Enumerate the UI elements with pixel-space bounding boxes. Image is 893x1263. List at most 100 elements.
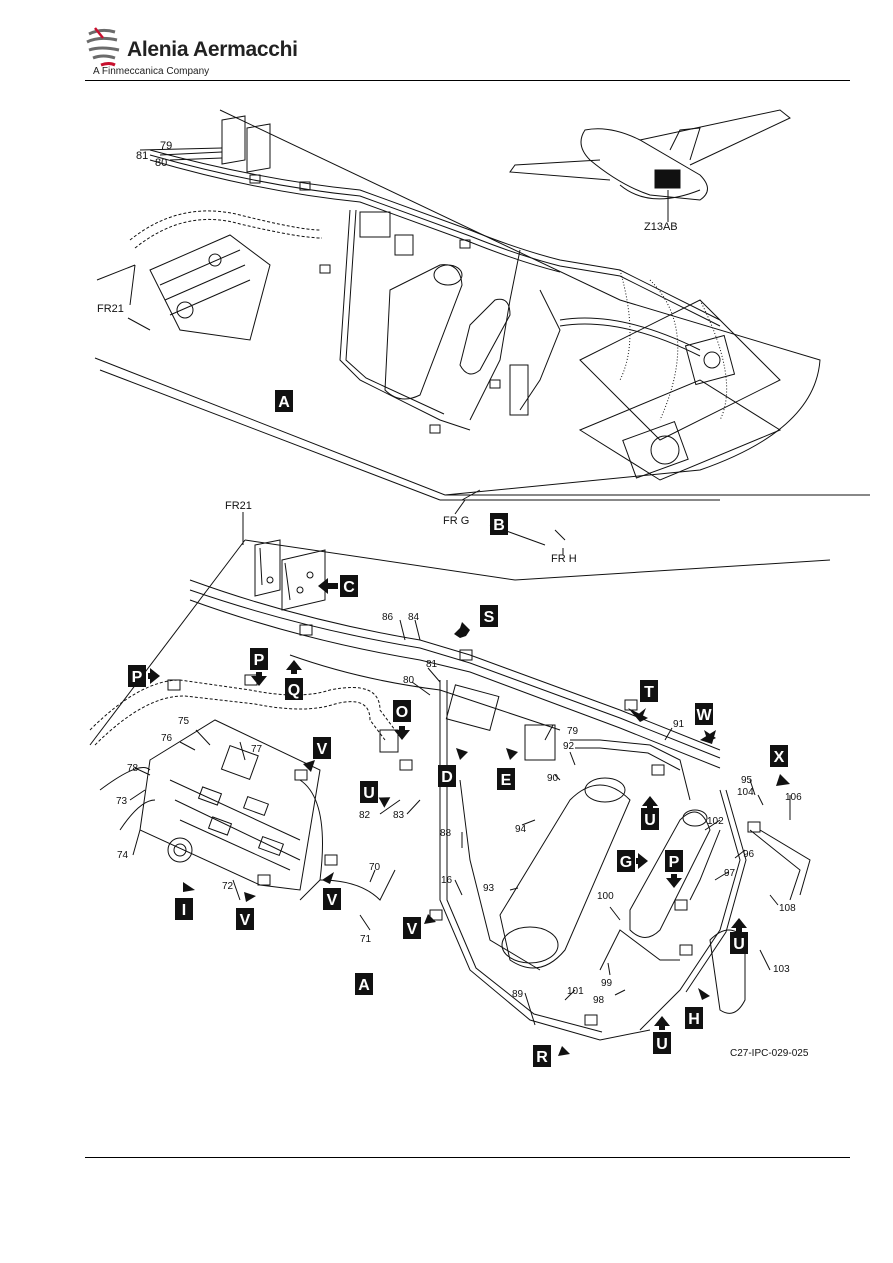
alenia-logo-icon	[86, 27, 120, 67]
label-100: 100	[597, 891, 614, 902]
brand-name: Alenia Aermacchi	[127, 38, 298, 61]
label-96: 96	[743, 849, 755, 860]
callout-V-2: V	[323, 888, 341, 910]
callout-A-detail: A	[355, 973, 373, 995]
label-95: 95	[741, 775, 753, 786]
callout-V-1: V	[313, 737, 331, 759]
label-80-top: 80	[155, 157, 167, 169]
svg-text:G: G	[620, 854, 632, 871]
svg-text:V: V	[327, 892, 338, 909]
svg-text:U: U	[733, 936, 745, 953]
svg-text:A: A	[278, 394, 290, 411]
svg-text:X: X	[774, 749, 785, 766]
callout-A-top: A	[275, 390, 293, 412]
label-71: 71	[360, 934, 372, 945]
label-93: 93	[483, 883, 495, 894]
svg-text:V: V	[317, 741, 328, 758]
svg-text:V: V	[407, 921, 418, 938]
callout-V-3: V	[236, 908, 254, 930]
label-98: 98	[593, 995, 605, 1006]
callout-H: H	[685, 1007, 703, 1029]
label-104: 104	[737, 787, 754, 798]
callout-D: D	[438, 765, 456, 787]
label-75: 75	[178, 716, 190, 727]
label-83: 83	[393, 810, 405, 821]
label-99: 99	[601, 978, 613, 989]
label-80: 80	[403, 675, 415, 686]
callout-I: I	[175, 898, 193, 920]
label-81: 81	[426, 659, 438, 670]
callout-Q: Q	[285, 678, 303, 700]
svg-text:S: S	[484, 609, 495, 626]
label-fr21-top: FR21	[97, 303, 124, 315]
label-frg: FR G	[443, 515, 469, 527]
view-callouts: A B C S P P Q O T W X V D E U U G P V I …	[128, 390, 788, 1067]
callout-P-2: P	[250, 648, 268, 670]
label-92: 92	[563, 741, 575, 752]
callout-P-1: P	[128, 665, 146, 687]
label-86: 86	[382, 612, 394, 623]
svg-text:P: P	[669, 854, 680, 871]
label-73: 73	[116, 796, 128, 807]
svg-text:U: U	[363, 785, 375, 802]
callout-P-3: P	[665, 850, 683, 872]
svg-text:P: P	[132, 669, 143, 686]
svg-text:D: D	[441, 769, 453, 786]
page-header: Alenia Aermacchi A Finmeccanica Company	[85, 18, 850, 80]
figure-code: C27-IPC-029-025	[730, 1048, 809, 1059]
svg-text:W: W	[696, 707, 712, 724]
callout-T: T	[640, 680, 658, 702]
brand-subtitle: A Finmeccanica Company	[93, 66, 210, 77]
callout-W: W	[695, 703, 713, 725]
callout-U-1: U	[360, 781, 378, 803]
label-82: 82	[359, 810, 371, 821]
header-divider	[85, 80, 850, 81]
label-70: 70	[369, 862, 381, 873]
svg-text:H: H	[688, 1011, 700, 1028]
label-106: 106	[785, 792, 802, 803]
svg-text:O: O	[396, 704, 408, 721]
label-16: 16	[441, 875, 453, 886]
callout-V-4: V	[403, 917, 421, 939]
label-103: 103	[773, 964, 790, 975]
item-labels: 79 81 80 FR21 Z13AB FR G FR H FR21 86 84…	[97, 140, 809, 1059]
label-77: 77	[251, 744, 263, 755]
callout-S: S	[480, 605, 498, 627]
callout-U-2: U	[641, 808, 659, 830]
svg-text:V: V	[240, 912, 251, 929]
label-zone: Z13AB	[644, 221, 678, 233]
label-94: 94	[515, 824, 527, 835]
label-frh: FR H	[551, 553, 577, 565]
label-97: 97	[724, 868, 736, 879]
top-view-illustration	[94, 109, 870, 555]
label-102: 102	[707, 816, 724, 827]
svg-text:P: P	[254, 652, 265, 669]
callout-R: R	[533, 1045, 551, 1067]
callout-X: X	[770, 745, 788, 767]
label-91: 91	[673, 719, 685, 730]
view-arrows	[148, 578, 790, 1056]
callout-E: E	[497, 768, 515, 790]
svg-text:Q: Q	[288, 682, 300, 699]
svg-text:B: B	[493, 517, 505, 534]
svg-text:U: U	[644, 812, 656, 829]
callout-B: B	[490, 513, 508, 535]
label-fr21-detail: FR21	[225, 500, 252, 512]
svg-text:A: A	[358, 977, 370, 994]
label-108: 108	[779, 903, 796, 914]
svg-text:I: I	[182, 902, 186, 919]
svg-text:T: T	[644, 684, 654, 701]
label-84: 84	[408, 612, 420, 623]
footer-divider	[85, 1157, 850, 1158]
label-81-top: 81	[136, 150, 148, 162]
detail-view-illustration	[89, 512, 831, 1041]
label-78: 78	[127, 763, 139, 774]
label-76: 76	[161, 733, 173, 744]
label-90: 90	[547, 773, 559, 784]
label-101: 101	[567, 986, 584, 997]
callout-U-3: U	[730, 932, 748, 954]
callout-C: C	[340, 575, 358, 597]
svg-text:C: C	[343, 579, 355, 596]
label-88: 88	[440, 828, 452, 839]
